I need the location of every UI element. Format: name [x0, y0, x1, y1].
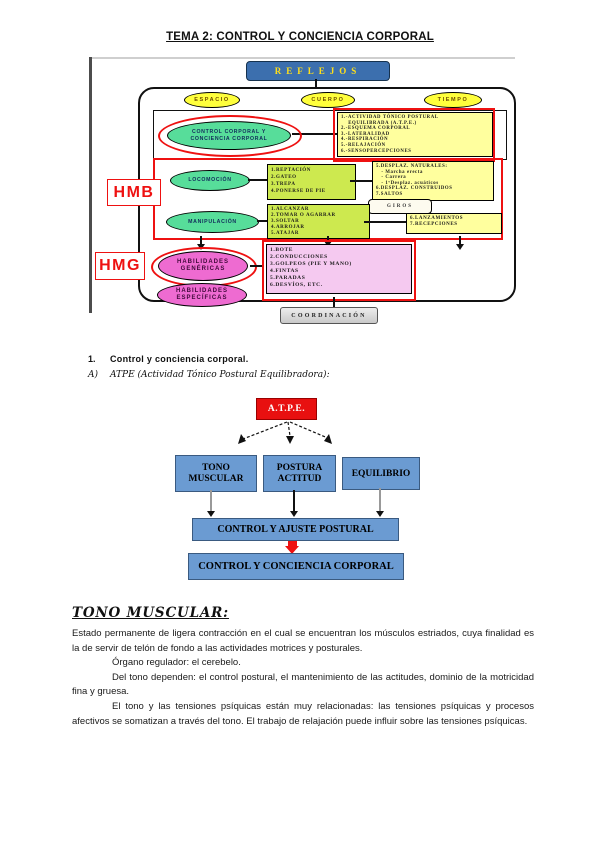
giros-box: GIROS — [368, 199, 432, 214]
paragraph: Estado permanente de ligera contracción … — [72, 628, 534, 654]
control-ajuste-box: CONTROL Y AJUSTE POSTURAL — [192, 518, 399, 541]
desplazamientos-list: 5.DESPLAZ. NATURALES: - Marcha erecta - … — [372, 161, 494, 201]
red-arrow-icon — [288, 541, 297, 547]
connector-line — [210, 490, 212, 511]
paragraph: El tono y las tensiones psíquicas están … — [72, 700, 534, 727]
coordinacion-box: COORDINACIÓN — [280, 307, 378, 324]
arrow-down-icon — [456, 244, 464, 250]
paragraph: Órgano regulador: el cerebelo. — [112, 657, 241, 669]
connector-line — [379, 488, 381, 511]
image-left-border — [89, 57, 92, 313]
image-top-border — [92, 57, 515, 59]
espacio-oval: ESPACIO — [184, 92, 240, 108]
red-arrow-icon — [285, 546, 299, 554]
tono-muscular-box: TONO MUSCULAR — [175, 455, 257, 492]
connector-line — [248, 179, 267, 181]
genericas-list-red-frame — [262, 240, 416, 301]
equilibrio-box: EQUILIBRIO — [342, 457, 420, 490]
connector-line — [292, 133, 340, 135]
connector-line — [293, 490, 295, 511]
arrow-down-icon — [376, 511, 384, 517]
connector-line — [364, 221, 406, 223]
connector-line — [200, 236, 202, 244]
paragraph: Del tono dependen: el control postural, … — [72, 671, 534, 698]
locomocion-oval: LOCOMOCIÓN — [170, 170, 250, 191]
tiempo-oval: TIEMPO — [424, 92, 482, 108]
arrow-down-icon — [290, 511, 298, 517]
postura-actitud-box: POSTURA ACTITUD — [263, 455, 336, 492]
control-oval-red-ring — [158, 115, 302, 157]
outline-letter: A) — [88, 370, 99, 380]
atpe-list: 1.-ACTIVIDAD TÓNICO POSTURAL EQUILIBRADA… — [337, 112, 493, 157]
cuerpo-oval: CUERPO — [301, 92, 355, 108]
manipulacion-oval: MANIPULACIÓN — [166, 211, 259, 233]
atpe-root-box: A.T.P.E. — [256, 398, 317, 420]
hmb-label: HMB — [107, 179, 161, 206]
section-heading: TONO MUSCULAR: — [72, 605, 229, 621]
arrow-down-icon — [207, 511, 215, 517]
connector-line — [333, 297, 335, 307]
reflejos-box: REFLEJOS — [246, 61, 390, 81]
page-title: TEMA 2: CONTROL Y CONCIENCIA CORPORAL — [166, 31, 434, 43]
dashed-arrows — [238, 421, 332, 444]
control-conciencia-box: CONTROL Y CONCIENCIA CORPORAL — [188, 553, 404, 580]
connector-line — [350, 180, 372, 182]
hmg-label: HMG — [95, 252, 145, 280]
outline-number: 1. — [88, 354, 96, 364]
connector-line — [250, 265, 263, 267]
connector-line — [459, 236, 461, 244]
outline-item-atpe: ATPE (Actividad Tónico Postural Equilibr… — [110, 370, 330, 380]
connector-line — [327, 236, 329, 241]
connector-line — [315, 79, 317, 88]
outline-item-control: Control y conciencia corporal. — [110, 354, 249, 364]
body-paragraphs: Estado permanente de ligera contracción … — [72, 627, 534, 729]
connector-line — [257, 220, 267, 222]
